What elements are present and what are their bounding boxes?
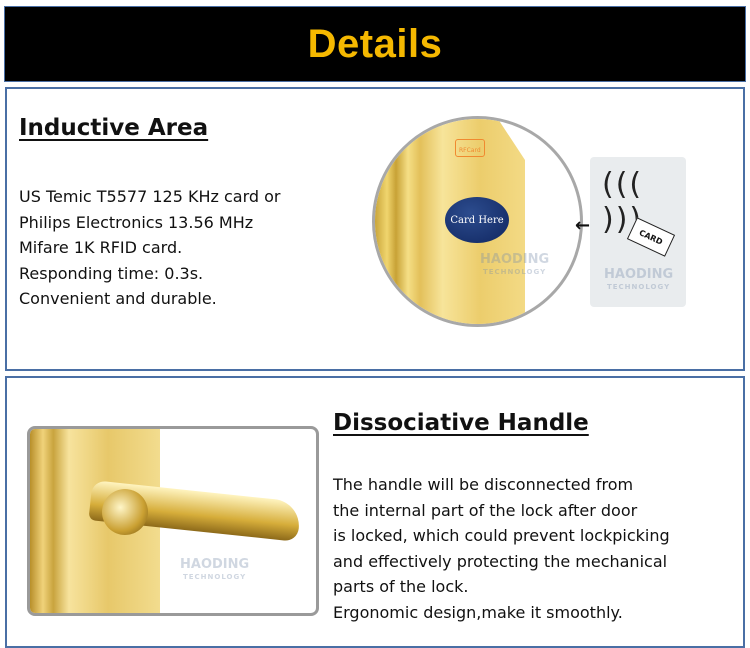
rfcard-icon: RFCard bbox=[455, 139, 485, 157]
details-header: Details bbox=[4, 6, 746, 82]
description-line: and effectively protecting the mechanica… bbox=[333, 551, 668, 571]
dissociative-handle-title: Dissociative Handle bbox=[333, 410, 589, 436]
description-line: parts of the lock. bbox=[333, 577, 469, 596]
description-line: The handle will be disconnected from bbox=[333, 475, 634, 494]
description-line: Mifare 1K RFID card. bbox=[19, 238, 183, 257]
description-line: is locked, which could prevent lockpicki… bbox=[333, 526, 670, 545]
description-line: Philips Electronics 13.56 MHz bbox=[19, 212, 254, 232]
handle-knob bbox=[102, 489, 148, 535]
arrow-left-icon: ← bbox=[575, 215, 591, 236]
description-line: the internal part of the lock after door bbox=[333, 500, 638, 520]
description-line: Ergonomic design,make it smoothly. bbox=[333, 602, 623, 622]
header-title: Details bbox=[307, 21, 443, 66]
dissociative-handle-description: The handle will be disconnected from the… bbox=[333, 472, 670, 625]
inductive-area-description: US Temic T5577 125 KHz card or Philips E… bbox=[19, 184, 280, 312]
description-line: US Temic T5577 125 KHz card or bbox=[19, 187, 281, 206]
card-here-label: Card Here bbox=[445, 197, 509, 243]
inductive-area-title: Inductive Area bbox=[19, 115, 209, 141]
description-line: Responding time: 0.3s. bbox=[19, 263, 204, 283]
description-line: Convenient and durable. bbox=[19, 289, 217, 308]
inductive-area-panel: Inductive Area US Temic T5577 125 KHz ca… bbox=[5, 87, 745, 371]
